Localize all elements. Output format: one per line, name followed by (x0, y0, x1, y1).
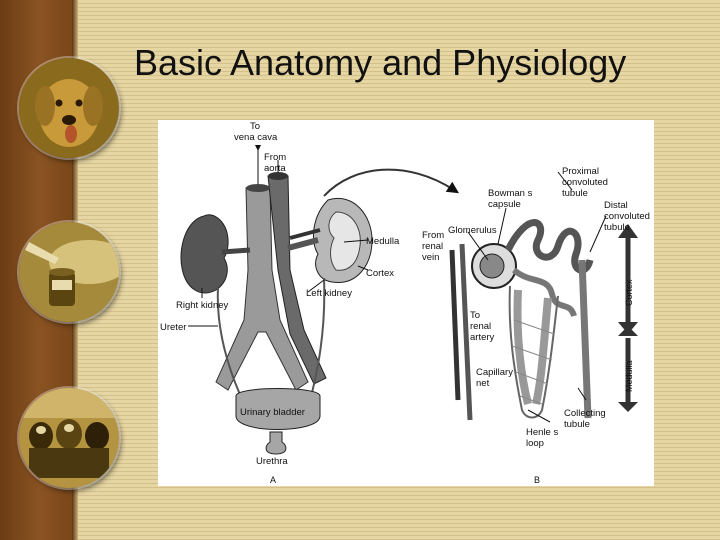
label-medulla: Medulla (366, 236, 400, 247)
dog-photo-icon (19, 58, 119, 158)
label-henles-loop-1: Henle s (526, 427, 558, 438)
label-right-kidney: Right kidney (176, 300, 229, 311)
lab-sample-photo-icon (19, 222, 119, 322)
label-to-renal-artery-3: artery (470, 332, 495, 343)
label-proximal-3: tubule (562, 188, 588, 199)
label-to-renal-artery-1: To (470, 310, 480, 321)
label-proximal-2: convoluted (562, 177, 608, 188)
panel-label-b: B (534, 475, 540, 485)
label-from-renal-vein-3: vein (422, 252, 439, 263)
label-from-aorta-1: From (264, 152, 286, 163)
label-from-renal-vein-2: renal (422, 241, 443, 252)
panel-label-a: A (270, 475, 276, 485)
panel-a-drawing (180, 145, 460, 455)
label-to-vena-cava-2: vena cava (234, 132, 278, 143)
urinary-system-diagram: To vena cava From aorta Medulla Cortex R… (158, 120, 654, 486)
label-from-aorta-2: aorta (264, 163, 286, 174)
label-urethra: Urethra (256, 456, 288, 467)
label-collecting-tubule-2: tubule (564, 419, 590, 430)
label-henles-loop-2: loop (526, 438, 544, 449)
label-urinary-bladder: Urinary bladder (240, 407, 305, 418)
label-to-renal-artery-2: renal (470, 321, 491, 332)
label-bowmans-capsule-2: capsule (488, 199, 521, 210)
label-bowmans-capsule-1: Bowman s (488, 188, 533, 199)
label-to-vena-cava-1: To (250, 121, 260, 132)
label-capillary-net-1: Capillary (476, 367, 513, 378)
label-distal-3: tubule (604, 222, 630, 233)
label-left-kidney: Left kidney (306, 288, 352, 299)
label-cortex: Cortex (366, 268, 394, 279)
label-ureter: Ureter (160, 322, 186, 333)
label-glomerulus: Glomerulus (448, 225, 497, 236)
label-proximal-1: Proximal (562, 166, 599, 177)
cattle-photo-icon (19, 388, 119, 488)
label-capillary-net-2: net (476, 378, 490, 389)
label-distal-1: Distal (604, 200, 628, 211)
label-collecting-tubule-1: Collecting (564, 408, 606, 419)
label-medulla-side: Medulla (624, 360, 634, 392)
panel-b-drawing (449, 171, 638, 423)
label-distal-2: convoluted (604, 211, 650, 222)
label-from-renal-vein-1: From (422, 230, 444, 241)
slide-title: Basic Anatomy and Physiology (134, 42, 627, 83)
label-cortex-side: Cortex (624, 279, 634, 306)
